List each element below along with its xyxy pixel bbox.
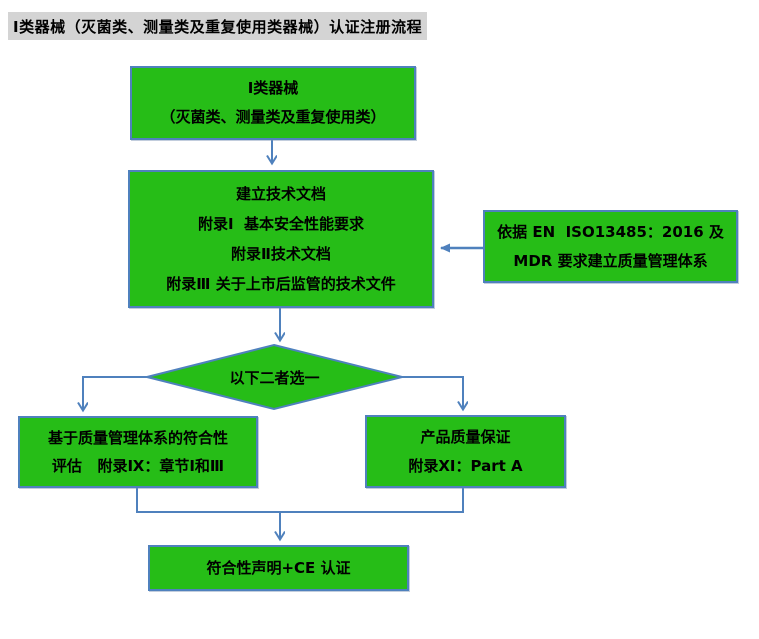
connector-decision-to-product [402,376,463,408]
node-product-quality-line1: 产品质量保证 [420,428,511,446]
node-qms-conformity: 基于质量管理体系的符合性 评估 附录Ⅸ：章节Ⅰ和Ⅲ [18,416,258,488]
decision-diamond-shape [146,343,403,411]
node-product-quality-line2: 附录XI：Part A [408,456,523,475]
node-qms-conformity-line1: 基于质量管理体系的符合性 [47,428,228,447]
node-tech-docs-line1: 建立技术文档 [235,184,326,203]
node-device-class: Ⅰ类器械 （灭菌类、测量类及重复使用类） [130,66,416,140]
node-qms-conformity-line2: 评估 附录Ⅸ：章节Ⅰ和Ⅲ [51,456,225,475]
node-tech-docs-line4: 附录Ⅲ 关于上市后监管的技术文件 [166,274,396,293]
node-declaration: 符合性声明+CE 认证 [148,545,409,591]
page-title: Ⅰ类器械（灭菌类、测量类及重复使用类器械）认证注册流程 [8,12,428,40]
node-qms-requirement: 依据 EN ISO13485：2016 及 MDR 要求建立质量管理体系 [483,210,738,283]
node-tech-docs-line2: 附录Ⅰ 基本安全性能要求 [197,214,365,233]
connector-merge-bar [136,488,464,513]
node-product-quality: 产品质量保证 附录XI：Part A [365,415,566,488]
node-tech-docs-line3: 附录Ⅱ技术文档 [231,244,331,263]
node-declaration-line1: 符合性声明+CE 认证 [206,558,351,577]
node-device-class-line1: Ⅰ类器械 [247,79,299,98]
node-qms-requirement-line1: 依据 EN ISO13485：2016 及 [497,223,724,241]
node-device-class-line2: （灭菌类、测量类及重复使用类） [160,108,386,127]
node-qms-requirement-line2: MDR 要求建立质量管理体系 [513,251,708,270]
connector-decision-to-conformity [83,376,147,409]
node-tech-docs: 建立技术文档 附录Ⅰ 基本安全性能要求 附录Ⅱ技术文档 附录Ⅲ 关于上市后监管的… [128,170,434,308]
